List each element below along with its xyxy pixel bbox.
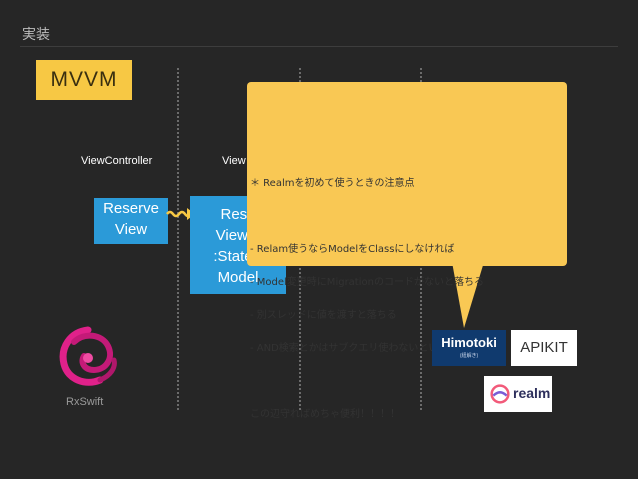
callout-pointer <box>452 262 484 328</box>
himotoki-name: Himotoki <box>441 335 497 350</box>
mvvm-badge: MVVM <box>36 60 132 100</box>
column-label-view-model: View <box>222 155 246 167</box>
reserve-vm-line-1: Rese <box>220 206 256 223</box>
callout-line-2 <box>250 211 562 222</box>
reserve-view-box: Reserve View <box>94 198 168 244</box>
rxswift-logo-icon <box>59 326 117 386</box>
callout-line-3: - Relam使うならModelをClassにしなければ <box>250 244 455 255</box>
title-divider <box>20 46 618 47</box>
apikit-logo: APIKIT <box>511 330 577 366</box>
reserve-view-line-2: View <box>114 221 148 238</box>
reserve-view-line-1: Reserve <box>103 200 159 217</box>
callout-text: ＊ Realmを初めて使うときの注意点 - Relam使うならModelをCla… <box>250 156 562 431</box>
callout-line-4: - Model変更時にMigrationのコードがないと落ちる <box>250 277 484 288</box>
realm-logo <box>484 376 552 412</box>
himotoki-subtitle: (紐解き) <box>459 353 479 359</box>
realm-logo-icon <box>490 384 510 404</box>
callout-bubble <box>247 82 567 266</box>
column-label-view-controller: ViewController <box>81 155 153 167</box>
callout-line-1: ＊ Realmを初めて使うときの注意点 <box>250 178 415 189</box>
realm-name: realm <box>513 385 551 401</box>
reserve-vm-line-4: Model <box>217 269 259 286</box>
callout-line-8: この辺守ればめちゃ便利！！！！ <box>250 409 400 420</box>
callout-line-6: - AND検索とかはサブクエリ使わないといけない <box>250 343 469 354</box>
callout-line-5: - 別スレッドに値を渡すと落ちる <box>250 310 397 321</box>
himotoki-logo: Himotoki (紐解き) <box>432 330 506 366</box>
column-divider-1 <box>177 68 179 410</box>
rxswift-label: RxSwift <box>66 396 104 408</box>
slide-title: 実装 <box>22 27 50 43</box>
